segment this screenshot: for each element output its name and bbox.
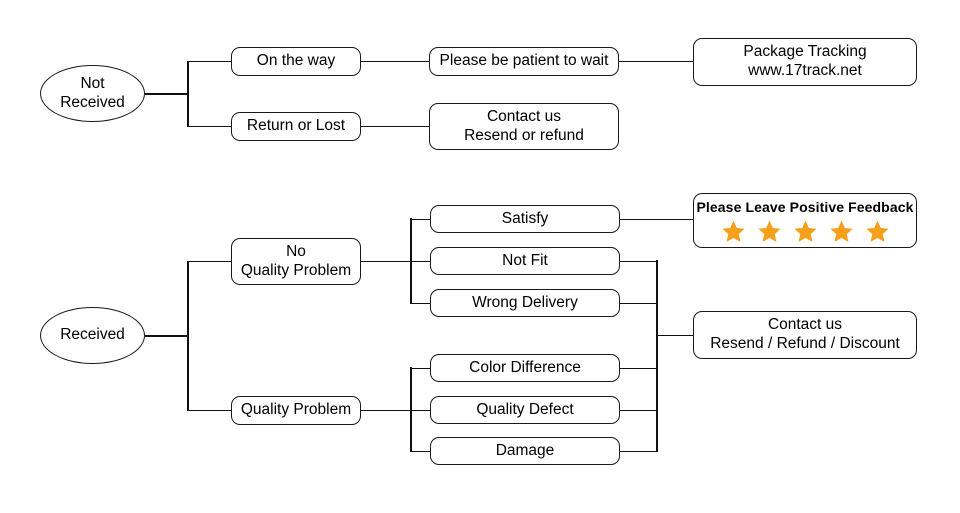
connector-satisfy-to-feedback [620,218,694,221]
node-quality-problem[interactable]: Quality Problem [231,396,361,425]
node-wrong-delivery[interactable]: Wrong Delivery [430,289,620,317]
node-positive-feedback[interactable]: Please Leave Positive Feedback [693,193,917,248]
connector-not-received-bus [187,61,189,127]
connector-bus-to-quality-problem [187,409,232,412]
connector-fan-to-quality-defect [410,409,431,412]
connector-bus-to-no-quality-problem [187,260,232,263]
node-satisfy-label: Satisfy [501,209,549,227]
connector-fan-to-damage [410,450,431,453]
node-contact-resolution[interactable]: Contact us Resend / Refund / Discount [693,311,917,359]
star-icon[interactable] [793,219,818,244]
connector-return-to-contact [361,125,430,128]
connector-complaints-merge-bus [656,260,658,451]
star-icon[interactable] [829,219,854,244]
connector-on-the-way-to-wait [361,60,430,63]
connector-fan-to-satisfy [410,218,431,221]
node-please-be-patient-label: Please be patient to wait [439,52,609,70]
node-received[interactable]: Received [40,307,145,364]
node-not-received[interactable]: Not Received [40,65,145,122]
node-not-received-line1: Not [80,74,105,92]
connector-quality-defect-to-merge [620,409,658,412]
connector-color-difference-to-merge [620,367,658,370]
node-not-fit[interactable]: Not Fit [430,247,620,275]
node-contact-resend-refund-line1: Contact us [486,107,562,125]
star-icon[interactable] [865,219,890,244]
node-no-quality-problem-line1: No [286,242,306,260]
star-icon[interactable] [721,219,746,244]
node-package-tracking[interactable]: Package Tracking www.17track.net [693,38,917,86]
connector-quality-problem-stem [361,409,411,412]
node-satisfy[interactable]: Satisfy [430,205,620,233]
connector-received-stem [145,335,189,337]
connector-fan-to-color-difference [410,367,431,370]
connector-wrong-delivery-to-merge [620,302,658,305]
node-color-difference-label: Color Difference [469,358,581,376]
node-contact-resend-refund[interactable]: Contact us Resend or refund [429,103,619,150]
node-no-quality-problem[interactable]: No Quality Problem [231,238,361,285]
node-package-tracking-line1: Package Tracking [743,43,867,61]
connector-not-fit-to-merge [620,260,658,263]
connector-fan-to-wrong-delivery [410,302,431,305]
connector-received-bus [187,261,189,410]
node-received-label: Received [60,326,125,344]
node-return-or-lost[interactable]: Return or Lost [231,112,361,141]
node-package-tracking-line2: www.17track.net [748,62,862,79]
node-no-quality-problem-line2: Quality Problem [240,261,352,279]
node-on-the-way-label: On the way [256,52,336,70]
feedback-title: Please Leave Positive Feedback [696,199,914,215]
node-contact-resolution-line1: Contact us [767,316,843,334]
node-contact-resolution-line2: Resend / Refund / Discount [710,335,900,352]
node-on-the-way[interactable]: On the way [231,47,361,76]
connector-damage-to-merge [620,450,658,453]
node-wrong-delivery-label: Wrong Delivery [472,293,578,311]
star-icon[interactable] [757,219,782,244]
node-quality-problem-label: Quality Problem [240,401,352,419]
node-quality-defect-label: Quality Defect [476,400,574,418]
connector-wait-to-tracking [619,60,694,63]
node-damage-label: Damage [495,441,555,459]
node-not-received-line2: Received [60,93,125,111]
node-return-or-lost-label: Return or Lost [246,117,346,135]
node-damage[interactable]: Damage [430,437,620,465]
connector-merge-to-contact-resolution [656,334,694,337]
connector-bus-to-return-or-lost [187,125,232,128]
connector-not-received-stem [145,93,189,95]
node-contact-resend-refund-line2: Resend or refund [464,126,584,144]
node-not-fit-label: Not Fit [502,251,548,269]
node-quality-defect[interactable]: Quality Defect [430,396,620,424]
connector-bus-to-on-the-way [187,60,232,63]
connector-no-quality-problem-stem [361,260,411,263]
connector-fan-to-not-fit [410,260,431,263]
star-rating[interactable] [721,219,890,244]
node-please-be-patient[interactable]: Please be patient to wait [429,47,619,76]
node-color-difference[interactable]: Color Difference [430,354,620,382]
